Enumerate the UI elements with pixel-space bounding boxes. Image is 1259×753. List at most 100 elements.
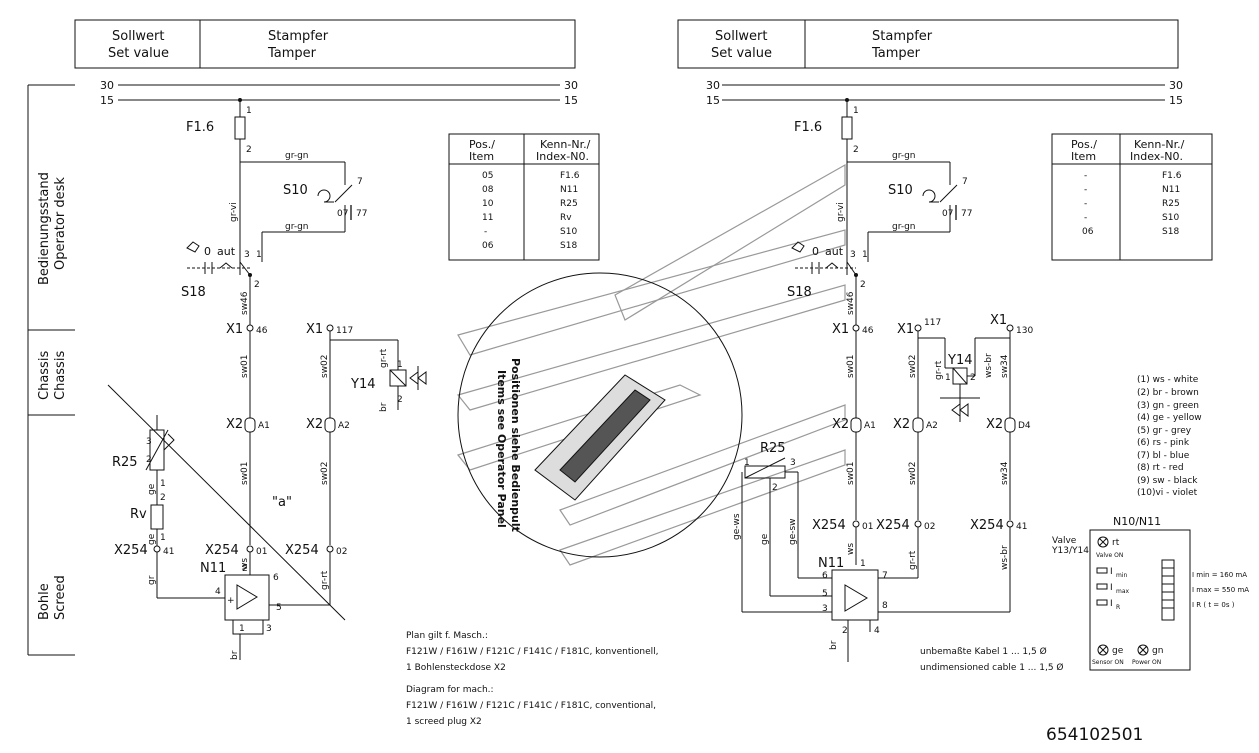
svg-text:I R ( t = 0s ): I R ( t = 0s ) <box>1192 601 1235 609</box>
label-screed-de: Bohle <box>37 583 52 620</box>
svg-text:Valve ON: Valve ON <box>1096 552 1123 559</box>
svg-text:15: 15 <box>706 94 720 107</box>
svg-text:7: 7 <box>882 571 888 581</box>
svg-text:X254: X254 <box>970 518 1004 533</box>
valve-icon-right <box>951 403 961 417</box>
svg-text:X254: X254 <box>812 518 846 533</box>
imax-trimmer-icon <box>1096 583 1108 590</box>
svg-text:Kenn-Nr./: Kenn-Nr./ <box>1134 138 1185 151</box>
svg-text:Index-N0.: Index-N0. <box>536 150 589 163</box>
svg-text:N11: N11 <box>1162 185 1180 195</box>
svg-text:A1: A1 <box>258 421 270 431</box>
svg-text:ws: ws <box>846 543 856 555</box>
svg-text:4: 4 <box>215 587 221 597</box>
header-right: Sollwert Set value Stampfer Tamper <box>677 19 1179 69</box>
svg-text:gr: gr <box>147 575 157 585</box>
svg-text:F1.6: F1.6 <box>1162 171 1182 181</box>
svg-text:ge-sw: ge-sw <box>788 518 798 545</box>
svg-text:46: 46 <box>862 326 874 336</box>
svg-text:41: 41 <box>1016 522 1027 532</box>
svg-text:min: min <box>1116 572 1128 579</box>
svg-text:"a": "a" <box>272 495 292 510</box>
svg-text:4: 4 <box>874 626 880 636</box>
svg-text:2: 2 <box>397 395 403 405</box>
svg-text:S10: S10 <box>560 227 577 237</box>
svg-text:Positionen siehe Bedienpult: Positionen siehe Bedienpult <box>509 358 522 532</box>
svg-text:1: 1 <box>397 360 403 370</box>
svg-text:130: 130 <box>1016 326 1033 336</box>
svg-text:S10: S10 <box>283 183 308 198</box>
svg-text:5: 5 <box>276 603 282 613</box>
svg-text:gr-rt: gr-rt <box>379 348 389 368</box>
svg-text:aut: aut <box>217 245 236 258</box>
svg-text:8: 8 <box>882 601 888 611</box>
svg-text:15: 15 <box>100 94 114 107</box>
svg-text:ge: ge <box>1112 646 1124 656</box>
label-desk-de: Bedienungsstand <box>37 172 52 285</box>
svg-text:1: 1 <box>862 250 868 260</box>
svg-text:1 screed plug X2: 1 screed plug X2 <box>406 717 482 727</box>
svg-text:I: I <box>1110 583 1113 593</box>
svg-text:(3) gn - green: (3) gn - green <box>1137 401 1199 411</box>
svg-text:02: 02 <box>924 522 935 532</box>
svg-text:Sollwert: Sollwert <box>715 29 768 44</box>
svg-text:06: 06 <box>1082 227 1094 237</box>
svg-text:08: 08 <box>482 185 494 195</box>
svg-text:gr-vi: gr-vi <box>836 202 846 222</box>
parts-table-right: Pos./ Item Kenn-Nr./ Index-N0. -F1.6 -N1… <box>1051 133 1213 261</box>
side-labels: Bedienungsstand Operator desk Chassis Ch… <box>27 84 75 656</box>
svg-text:Stampfer: Stampfer <box>872 29 933 44</box>
svg-text:3: 3 <box>266 624 272 634</box>
hand-switch-icon-right <box>791 241 805 253</box>
svg-text:br: br <box>230 650 240 660</box>
svg-text:3: 3 <box>146 437 152 447</box>
svg-text:3: 3 <box>244 250 250 260</box>
svg-text:-: - <box>1084 171 1087 181</box>
svg-text:gr-rt: gr-rt <box>934 360 944 380</box>
svg-text:30: 30 <box>1169 79 1183 92</box>
svg-text:2: 2 <box>853 145 859 155</box>
svg-text:A1: A1 <box>864 421 876 431</box>
svg-text:br: br <box>829 640 839 650</box>
svg-text:ws-br: ws-br <box>984 353 994 378</box>
ir-trimmer-icon <box>1096 599 1108 606</box>
svg-text:7: 7 <box>962 177 968 187</box>
svg-text:(9) sw - black: (9) sw - black <box>1137 476 1198 486</box>
svg-text:Item: Item <box>469 150 494 163</box>
svg-text:gr-gn: gr-gn <box>285 151 309 161</box>
svg-text:unbemaßte Kabel 1 ... 1,5 Ø: unbemaßte Kabel 1 ... 1,5 Ø <box>920 646 1047 657</box>
svg-text:0: 0 <box>812 245 819 258</box>
label-chassis-en: Chassis <box>53 351 68 400</box>
color-legend: (1) ws - white (2) br - brown (3) gn - g… <box>1137 375 1202 498</box>
svg-text:F1.6: F1.6 <box>186 120 214 135</box>
svg-text:F121W / F161W / F121C / F141C: F121W / F161W / F121C / F141C / F181C, k… <box>406 647 658 657</box>
svg-text:sw02: sw02 <box>320 461 330 485</box>
svg-text:1: 1 <box>853 106 859 116</box>
terminal-strip <box>1161 559 1175 621</box>
svg-text:-: - <box>484 227 487 237</box>
svg-text:Items see Operator Panel: Items see Operator Panel <box>495 370 508 528</box>
svg-text:N11: N11 <box>818 556 844 571</box>
svg-text:X1: X1 <box>832 322 849 337</box>
svg-text:S18: S18 <box>181 285 206 300</box>
svg-text:77: 77 <box>961 209 972 219</box>
svg-text:(10)vi - violet: (10)vi - violet <box>1137 488 1198 498</box>
svg-text:41: 41 <box>163 547 174 557</box>
svg-text:I: I <box>1110 567 1113 577</box>
svg-text:Pos./: Pos./ <box>469 138 495 151</box>
svg-text:3: 3 <box>850 250 856 260</box>
svg-text:46: 46 <box>256 326 268 336</box>
sensor-led-icon <box>1097 644 1109 656</box>
power-led-icon <box>1137 644 1149 656</box>
s10-rotary-icon-right <box>922 189 939 203</box>
svg-text:X1: X1 <box>226 322 243 337</box>
svg-text:2: 2 <box>146 455 152 465</box>
svg-text:ge: ge <box>147 533 157 545</box>
svg-text:Y14: Y14 <box>350 377 375 392</box>
machine-notes: Plan gilt f. Masch.: F121W / F161W / F12… <box>406 631 658 727</box>
svg-text:sw46: sw46 <box>240 291 250 315</box>
svg-text:X2: X2 <box>832 417 849 432</box>
svg-text:X254: X254 <box>876 518 910 533</box>
svg-text:02: 02 <box>336 547 347 557</box>
